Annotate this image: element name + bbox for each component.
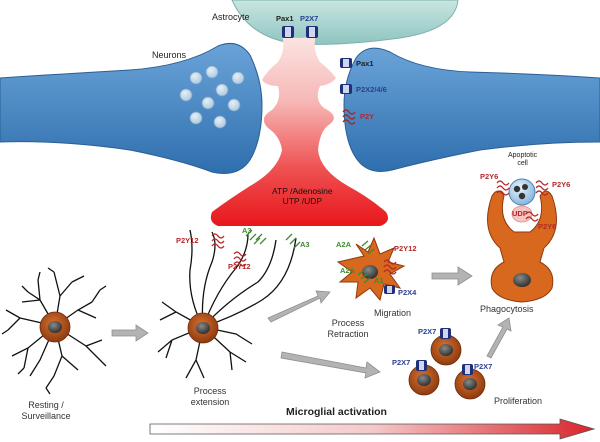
receptor-label-a3-right: A3 [300, 240, 310, 249]
mediators-line2: UTP /UDP [282, 196, 323, 206]
receptor-label-p2x7-astrocyte: P2X7 [300, 14, 319, 23]
receptor-label-a2a-bottom: A2A [340, 266, 356, 275]
stage-resting-line1: Resting / [28, 400, 64, 410]
receptor-label-p2y12-mid: P2Y12 [228, 262, 251, 271]
extension-receptors [211, 229, 301, 267]
receptor-label-p2x4: P2X4 [398, 288, 417, 297]
stage-label-extension: Process extension [180, 386, 240, 408]
receptor-label-p2y6-right: P2Y6 [552, 180, 571, 189]
receptor-label-p2y6-left: P2Y6 [480, 172, 499, 181]
stage-retraction-line1: Process [331, 318, 365, 328]
mediators-line1: ATP /Adenosine [272, 186, 333, 196]
apoptotic-cell-label: Apoptotic cell [508, 152, 537, 168]
receptor-label-a2a-top: A2A [336, 240, 352, 249]
proliferating-microglia [408, 328, 486, 400]
phagocytic-microglia [487, 190, 557, 303]
activation-label: Microglial activation [286, 406, 387, 418]
astrocyte-receptors [282, 26, 318, 38]
stage-extension-line1: Process [193, 386, 227, 396]
mediators-label: ATP /Adenosine UTP /UDP [272, 186, 333, 206]
apoptotic-cell-line1: Apoptotic [508, 152, 538, 159]
receptor-label-p2x7-right: P2X7 [474, 362, 493, 371]
astrocyte-label: Astrocyte [212, 12, 250, 22]
receptor-label-a1: A1 [374, 276, 384, 285]
receptor-label-p2y12-left: P2Y12 [176, 236, 199, 245]
receptor-label-p2x7-top: P2X7 [418, 327, 437, 336]
receptor-label-pax1-neuron: Pax1 [356, 59, 374, 68]
migration-receptors [357, 240, 397, 294]
receptor-label-p2y12-migration: P2Y12 [394, 244, 417, 253]
stage-resting-line2: Surveillance [21, 411, 71, 421]
stage-extension-line2: extension [190, 397, 230, 407]
receptor-label-a3-left: A3 [242, 226, 252, 235]
progression-arrows [111, 266, 512, 379]
stage-label-migration: Migration [374, 308, 412, 318]
receptor-label-p2y6-bottom: P2Y6 [538, 222, 557, 231]
apoptotic-cell-line2: cell [517, 160, 528, 167]
stage-label-retraction: Process Retraction [318, 318, 378, 340]
presynaptic-neuron [0, 43, 263, 174]
stage-label-resting: Resting / Surveillance [6, 400, 86, 422]
phagocytosis-receptors [496, 180, 549, 222]
astrocyte-shape [231, 0, 459, 45]
phagocytic-microglia-nucleus [513, 273, 531, 287]
stage-label-phagocytosis: Phagocytosis [480, 304, 534, 314]
receptor-label-p2x7-left: P2X7 [392, 358, 411, 367]
udp-label: UDP [512, 209, 528, 218]
purine-signal-gradient [210, 34, 388, 226]
postsynaptic-receptors [340, 58, 356, 125]
activation-bar [149, 418, 596, 440]
stage-label-proliferation: Proliferation [494, 396, 543, 406]
extending-microglia-nucleus [196, 322, 210, 334]
resting-microglia-nucleus [48, 321, 62, 333]
postsynaptic-neuron [343, 47, 600, 172]
synaptic-vesicles [179, 65, 245, 129]
receptor-label-p2y: P2Y [360, 112, 375, 121]
receptor-label-pax1-astrocyte: Pax1 [276, 14, 294, 23]
apoptotic-cell [508, 178, 536, 206]
neurons-label: Neurons [152, 50, 187, 60]
receptor-label-p2x246: P2X2/4/6 [356, 85, 387, 94]
extending-microglia [157, 229, 297, 379]
stage-retraction-line2: Retraction [327, 329, 369, 339]
